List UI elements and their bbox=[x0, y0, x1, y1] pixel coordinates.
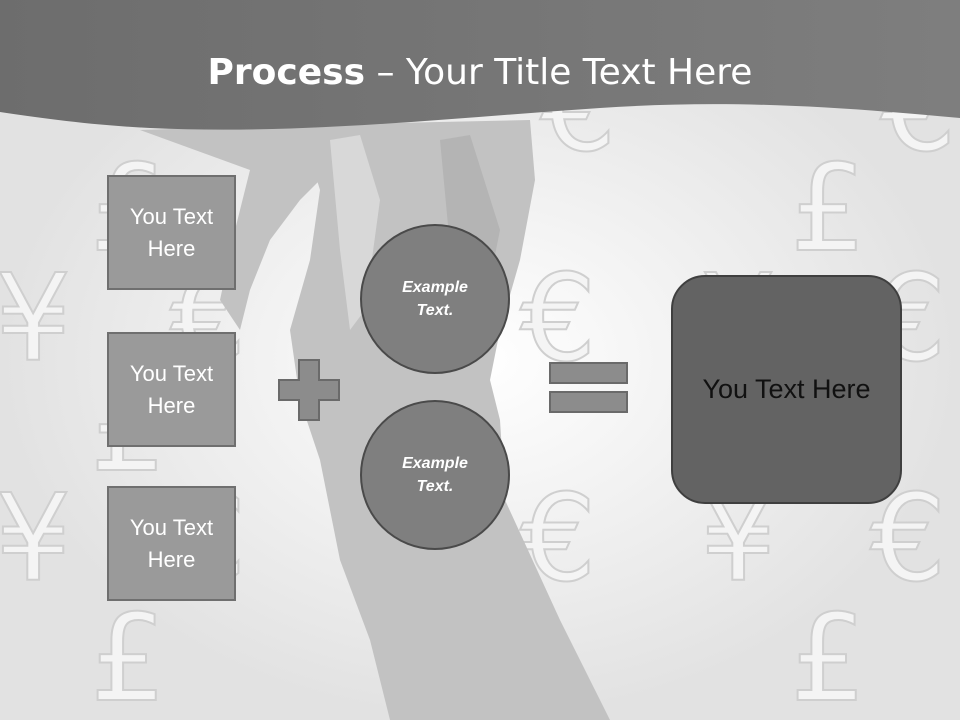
yen-symbol: ¥ bbox=[0, 470, 71, 609]
result-box[interactable]: You Text Here bbox=[671, 275, 902, 504]
euro-symbol: € bbox=[520, 470, 596, 609]
pound-symbol: £ bbox=[790, 140, 866, 279]
pound-symbol: £ bbox=[790, 590, 866, 720]
title-bold: Process bbox=[207, 52, 366, 93]
yen-symbol: ¥ bbox=[0, 250, 71, 389]
equals-icon bbox=[549, 362, 628, 413]
title-rest: – Your Title Text Here bbox=[365, 52, 753, 93]
result-label: You Text Here bbox=[702, 374, 871, 404]
header-band bbox=[0, 0, 960, 130]
pound-symbol: £ bbox=[90, 590, 166, 720]
page-title: Process – Your Title Text Here bbox=[0, 52, 960, 93]
plus-icon bbox=[278, 359, 340, 421]
